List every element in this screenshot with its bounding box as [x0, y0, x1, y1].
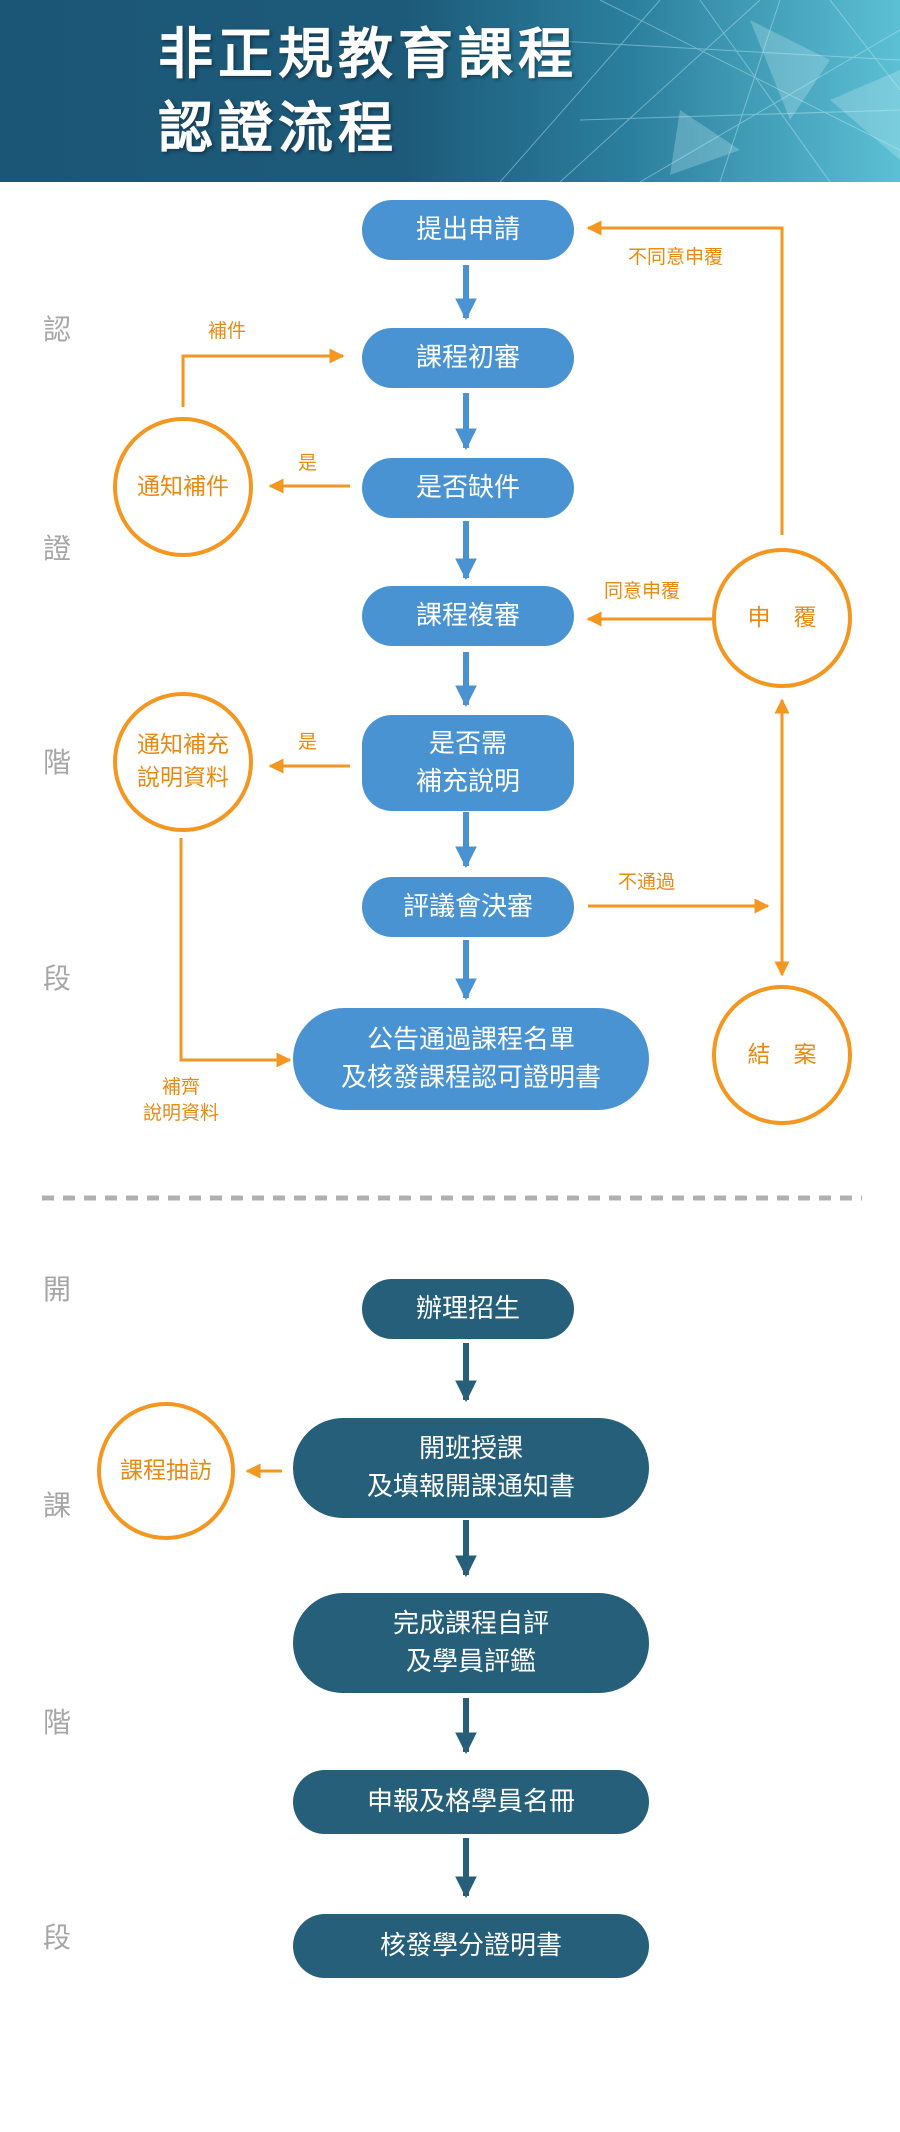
label-disagree-appeal: 不同意申覆 [628, 246, 724, 268]
label-not-passed: 不通過 [618, 871, 676, 893]
header-decoration [500, 0, 900, 182]
label-yes-explain: 是 [298, 731, 318, 753]
stage1-label-char-4: 段 [42, 962, 71, 995]
notify-supplement-circle: 通知補件 [113, 417, 253, 557]
title-line-1: 非正規教育課程 [158, 22, 579, 86]
step-second-review-label: 課程複審 [415, 601, 520, 631]
step-need-explanation: 是否需 補充說明 [362, 715, 574, 811]
label-supplement: 補件 [208, 320, 247, 342]
step-self-evaluation: 完成課程自評 及學員評鑑 [293, 1593, 649, 1693]
step-first-review-label: 課程初審 [415, 343, 520, 373]
step-report-roster-label: 申報及格學員名冊 [366, 1787, 575, 1817]
appeal-label: 申 覆 [747, 604, 817, 631]
step-submit-label: 提出申請 [415, 215, 520, 245]
close-case-circle: 結 案 [712, 985, 852, 1125]
step-committee-label: 評議會決審 [402, 892, 533, 922]
notify-explanation-line2: 說明資料 [137, 765, 229, 791]
label-complete-line2: 說明資料 [142, 1102, 219, 1124]
stage2-label-char-2: 課 [42, 1489, 71, 1522]
step-self-evaluation-line2: 及學員評鑑 [405, 1647, 536, 1677]
step-missing-check: 是否缺件 [362, 458, 574, 518]
step-report-roster: 申報及格學員名冊 [293, 1770, 649, 1834]
step-recruitment: 辦理招生 [362, 1279, 574, 1339]
step-submit-application: 提出申請 [362, 200, 574, 260]
label-agree-appeal: 同意申覆 [604, 580, 681, 602]
step-issue-certificate: 核發學分證明書 [293, 1914, 649, 1978]
label-yes-missing: 是 [298, 452, 318, 474]
close-case-label: 結 案 [747, 1041, 817, 1068]
step-announce-line1: 公告通過課程名單 [366, 1025, 575, 1055]
step-recruitment-label: 辦理招生 [415, 1294, 520, 1324]
label-complete-line1: 補齊 [161, 1076, 200, 1098]
step-self-evaluation-line1: 完成課程自評 [392, 1609, 549, 1639]
course-visit-label: 課程抽訪 [120, 1457, 212, 1484]
step-missing-check-label: 是否缺件 [415, 473, 520, 503]
stage1-label-char-1: 認 [42, 313, 71, 346]
label-complete-explanation: 補齊 說明資料 [126, 1074, 236, 1126]
step-announce-approved: 公告通過課程名單 及核發課程認可證明書 [293, 1008, 649, 1110]
step-committee-decision: 評議會決審 [362, 877, 574, 937]
header-banner: 非正規教育課程 認證流程 [0, 0, 900, 182]
step-issue-certificate-label: 核發學分證明書 [379, 1931, 562, 1961]
notify-supplement-label: 通知補件 [137, 473, 229, 500]
step-open-class-line2: 及填報開課通知書 [366, 1472, 575, 1502]
step-need-explanation-line2: 補充說明 [415, 767, 520, 797]
step-second-review: 課程複審 [362, 586, 574, 646]
appeal-circle: 申 覆 [712, 548, 852, 688]
course-visit-circle: 課程抽訪 [97, 1402, 235, 1540]
step-open-class-line1: 開班授課 [418, 1434, 523, 1464]
stage2-label-char-1: 開 [42, 1273, 71, 1306]
step-announce-line2: 及核發課程認可證明書 [340, 1063, 601, 1093]
notify-explanation-circle: 通知補充 說明資料 [113, 692, 253, 832]
stage2-label-char-4: 段 [42, 1921, 71, 1954]
stage1-label-char-3: 階 [42, 746, 71, 779]
title-line-2: 認證流程 [158, 96, 399, 160]
step-open-class: 開班授課 及填報開課通知書 [293, 1418, 649, 1518]
step-first-review: 課程初審 [362, 328, 574, 388]
stage1-label-char-2: 證 [42, 532, 71, 565]
step-need-explanation-line1: 是否需 [428, 729, 507, 759]
notify-explanation-line1: 通知補充 [137, 732, 229, 758]
stage2-label-char-3: 階 [42, 1706, 71, 1739]
